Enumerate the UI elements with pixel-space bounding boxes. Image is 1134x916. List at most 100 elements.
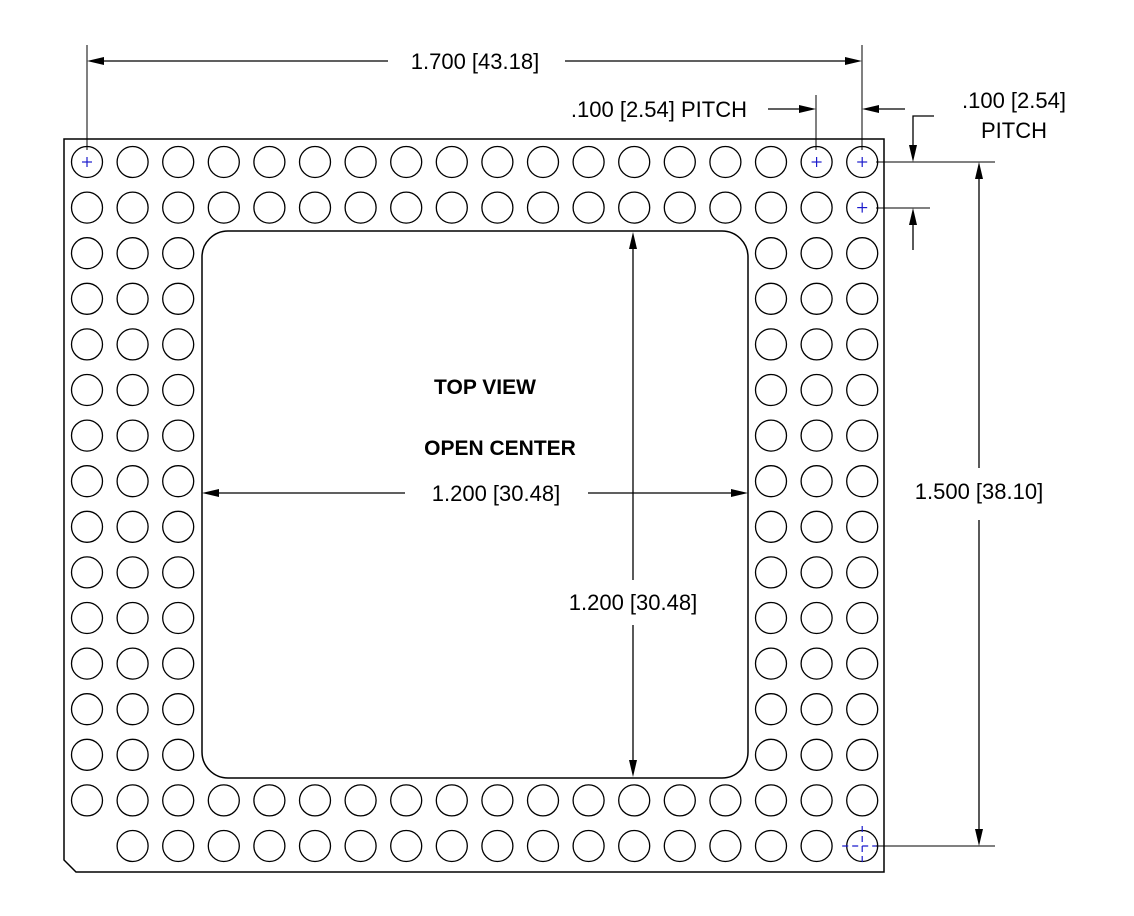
pin-pad xyxy=(800,328,833,361)
pin-pad xyxy=(526,191,560,224)
pin-pad xyxy=(116,510,149,543)
pin-pad xyxy=(572,784,605,817)
pin-pad xyxy=(70,191,104,224)
arrowhead xyxy=(862,105,879,113)
pin-pad xyxy=(435,191,468,224)
overall-width-label: 1.700 [43.18] xyxy=(411,49,539,74)
pin-pad xyxy=(162,738,195,771)
pin-pad xyxy=(709,829,742,863)
pin-pad xyxy=(800,191,833,224)
pin-pad xyxy=(116,145,149,179)
overall-height-label: 1.500 [38.10] xyxy=(915,479,1043,504)
arrowhead xyxy=(202,489,219,497)
pin-pad xyxy=(162,237,195,270)
pin-pad xyxy=(70,328,104,361)
pin-pad xyxy=(800,282,833,315)
pin-pad xyxy=(846,556,879,589)
pin-pad xyxy=(846,784,879,817)
pin-pad xyxy=(754,601,788,635)
pin-pad xyxy=(754,237,788,270)
pin-pad xyxy=(481,145,514,179)
vertical-pitch-label-line1: .100 [2.54] xyxy=(962,88,1066,113)
pin-pad xyxy=(390,829,423,863)
pin-pad xyxy=(162,419,195,452)
pin-pad xyxy=(435,145,468,179)
pin-pad xyxy=(572,829,605,863)
pin-pad xyxy=(344,145,377,179)
pin-pad xyxy=(162,465,195,498)
pin-pad xyxy=(70,693,104,726)
pin-pad xyxy=(846,693,879,726)
pin-pad xyxy=(70,784,104,817)
horizontal-pitch-label: .100 [2.54] PITCH xyxy=(571,97,747,122)
pin-pad xyxy=(162,328,195,361)
pin-pad xyxy=(800,784,833,817)
pin-pad xyxy=(70,556,104,589)
pin-pad xyxy=(70,373,104,407)
pin-pad xyxy=(800,738,833,771)
pin-pad xyxy=(618,829,651,863)
pin-pad xyxy=(116,829,149,863)
pin-pad xyxy=(116,647,149,680)
pin-pad xyxy=(116,191,149,224)
pin-pad xyxy=(800,829,833,863)
pin-pad xyxy=(298,829,332,863)
pin-pad xyxy=(846,282,879,315)
pin-grid xyxy=(70,145,879,863)
pin-pad xyxy=(162,693,195,726)
pin-pad xyxy=(116,738,149,771)
arrowhead xyxy=(909,145,917,162)
pin-pad xyxy=(70,738,104,771)
pin-pad xyxy=(162,784,195,817)
pin-pad xyxy=(116,328,149,361)
pin-pad xyxy=(754,465,788,498)
pin-pad xyxy=(162,191,195,224)
pin-pad xyxy=(116,784,149,817)
pin-pad xyxy=(116,419,149,452)
pin-pad xyxy=(344,829,377,863)
pin-pad xyxy=(162,510,195,543)
pin-pad xyxy=(800,419,833,452)
pin-pad xyxy=(435,784,468,817)
pin-pad xyxy=(800,693,833,726)
pin-pad xyxy=(162,282,195,315)
pin-pad xyxy=(435,829,468,863)
pin-pad xyxy=(800,373,833,407)
pin-pad xyxy=(344,784,377,817)
arrowhead xyxy=(629,232,637,249)
cavity-height-label: 1.200 [30.48] xyxy=(569,590,697,615)
pin-pad xyxy=(70,510,104,543)
pin-pad xyxy=(800,465,833,498)
package-outline xyxy=(63,138,885,873)
pin-pad xyxy=(162,601,195,635)
arrowhead xyxy=(799,105,816,113)
pin-pad xyxy=(800,237,833,270)
pin-pad xyxy=(253,191,286,224)
pin-pad xyxy=(754,282,788,315)
pin-pad xyxy=(70,465,104,498)
pin-pad xyxy=(253,829,286,863)
pin-pad xyxy=(344,191,377,224)
pin-pad xyxy=(116,601,149,635)
pin-pad xyxy=(70,601,104,635)
cavity-width-label: 1.200 [30.48] xyxy=(432,481,560,506)
pin-pad xyxy=(70,419,104,452)
pin-pad xyxy=(526,145,560,179)
pin-pad xyxy=(846,465,879,498)
pin-pad xyxy=(618,145,651,179)
pin-pad xyxy=(709,784,742,817)
pin-pad xyxy=(116,465,149,498)
pin-pad xyxy=(162,373,195,407)
pin-pad xyxy=(162,556,195,589)
pin-pad xyxy=(481,191,514,224)
pin-pad xyxy=(70,647,104,680)
pin-pad xyxy=(70,282,104,315)
pin-pad xyxy=(253,784,286,817)
vertical-pitch-label-line2: PITCH xyxy=(981,118,1047,143)
pin-pad xyxy=(754,556,788,589)
pin-pad xyxy=(846,647,879,680)
pin-center-marks xyxy=(82,157,883,866)
pin-pad xyxy=(846,510,879,543)
pin-pad xyxy=(846,419,879,452)
pin-pad xyxy=(116,282,149,315)
